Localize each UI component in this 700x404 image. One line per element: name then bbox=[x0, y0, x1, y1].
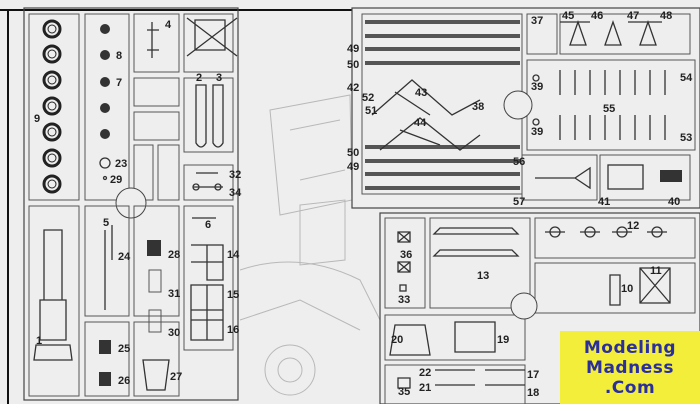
part-label: 23 bbox=[115, 158, 127, 170]
part-label: 8 bbox=[116, 50, 122, 62]
part-label: 17 bbox=[527, 369, 539, 381]
ghost-assembly-drawing bbox=[239, 94, 381, 396]
part-label: 11 bbox=[650, 265, 662, 277]
part-label: 49 bbox=[347, 43, 359, 55]
part-label: 56 bbox=[513, 156, 525, 168]
part-label: 26 bbox=[118, 375, 130, 387]
part-label: 33 bbox=[398, 294, 410, 306]
part-label: 7 bbox=[116, 77, 122, 89]
part-label: 3 bbox=[216, 72, 222, 84]
part-label: 49 bbox=[347, 161, 359, 173]
sprue-bottom-right bbox=[379, 212, 700, 404]
part-label: 13 bbox=[477, 270, 489, 282]
part-label: 50 bbox=[347, 59, 359, 71]
part-label: 48 bbox=[660, 10, 672, 22]
part-label: 21 bbox=[419, 382, 431, 394]
tyre-parts bbox=[42, 19, 62, 194]
part-label: 30 bbox=[168, 327, 180, 339]
sprue-top-right bbox=[351, 7, 700, 209]
part-label: 20 bbox=[391, 334, 403, 346]
part-label: 25 bbox=[118, 343, 130, 355]
part-label: 42 bbox=[347, 82, 359, 94]
part-label: 53 bbox=[680, 132, 692, 144]
part-label: 14 bbox=[227, 249, 240, 261]
part-label: 28 bbox=[168, 249, 180, 261]
logo-line-3: .Com bbox=[604, 377, 656, 398]
part-label: 55 bbox=[603, 103, 615, 115]
part-label: 5 bbox=[103, 217, 109, 229]
part-label: 22 bbox=[419, 367, 431, 379]
part-label: 2 bbox=[196, 72, 202, 84]
part-label: 16 bbox=[227, 324, 239, 336]
part-label: 12 bbox=[627, 220, 639, 232]
part-label: 6 bbox=[205, 219, 211, 231]
part-label: 31 bbox=[168, 288, 180, 300]
part-label: 1 bbox=[36, 335, 42, 347]
part-label: 46 bbox=[591, 10, 603, 22]
part-label: 38 bbox=[472, 101, 484, 113]
hub-parts bbox=[99, 24, 111, 181]
part-label: 19 bbox=[497, 334, 509, 346]
part-label: 27 bbox=[170, 371, 182, 383]
part-label: 40 bbox=[668, 196, 680, 208]
part-labels-top-right: 37 45 46 47 48 49 50 42 52 43 51 44 38 3… bbox=[347, 10, 693, 208]
part-labels-left: 9 8 7 23 29 4 2 3 32 34 1 5 24 28 6 14 3… bbox=[34, 19, 242, 387]
part-label: 24 bbox=[118, 251, 131, 263]
part-label: 37 bbox=[531, 15, 543, 27]
part-label: 15 bbox=[227, 289, 239, 301]
part-labels-bottom-right: 12 36 33 13 11 10 20 19 35 22 21 17 18 bbox=[391, 220, 662, 399]
sprue-left bbox=[23, 7, 239, 401]
part-label: 47 bbox=[627, 10, 639, 22]
part-label: 9 bbox=[34, 113, 40, 125]
part-label: 4 bbox=[165, 19, 172, 31]
part-label: 54 bbox=[680, 72, 693, 84]
part-label: 51 bbox=[365, 105, 377, 117]
part-label: 50 bbox=[347, 147, 359, 159]
part-label: 34 bbox=[229, 187, 242, 199]
part-label: 29 bbox=[110, 174, 122, 186]
part-label: 39 bbox=[531, 126, 543, 138]
part-label: 10 bbox=[621, 283, 633, 295]
part-label: 52 bbox=[362, 92, 374, 104]
modeling-madness-logo: Modeling Madness .Com bbox=[560, 331, 700, 404]
part-label: 43 bbox=[415, 87, 427, 99]
part-label: 45 bbox=[562, 10, 574, 22]
part-label: 57 bbox=[513, 196, 525, 208]
part-label: 44 bbox=[414, 117, 427, 129]
part-label: 32 bbox=[229, 169, 241, 181]
part-label: 39 bbox=[531, 81, 543, 93]
part-label: 18 bbox=[527, 387, 539, 399]
logo-line-1: Modeling bbox=[583, 337, 677, 358]
logo-line-2: Madness bbox=[586, 357, 674, 378]
part-label: 41 bbox=[598, 196, 610, 208]
part-label: 35 bbox=[398, 386, 410, 398]
part-label: 36 bbox=[400, 249, 412, 261]
